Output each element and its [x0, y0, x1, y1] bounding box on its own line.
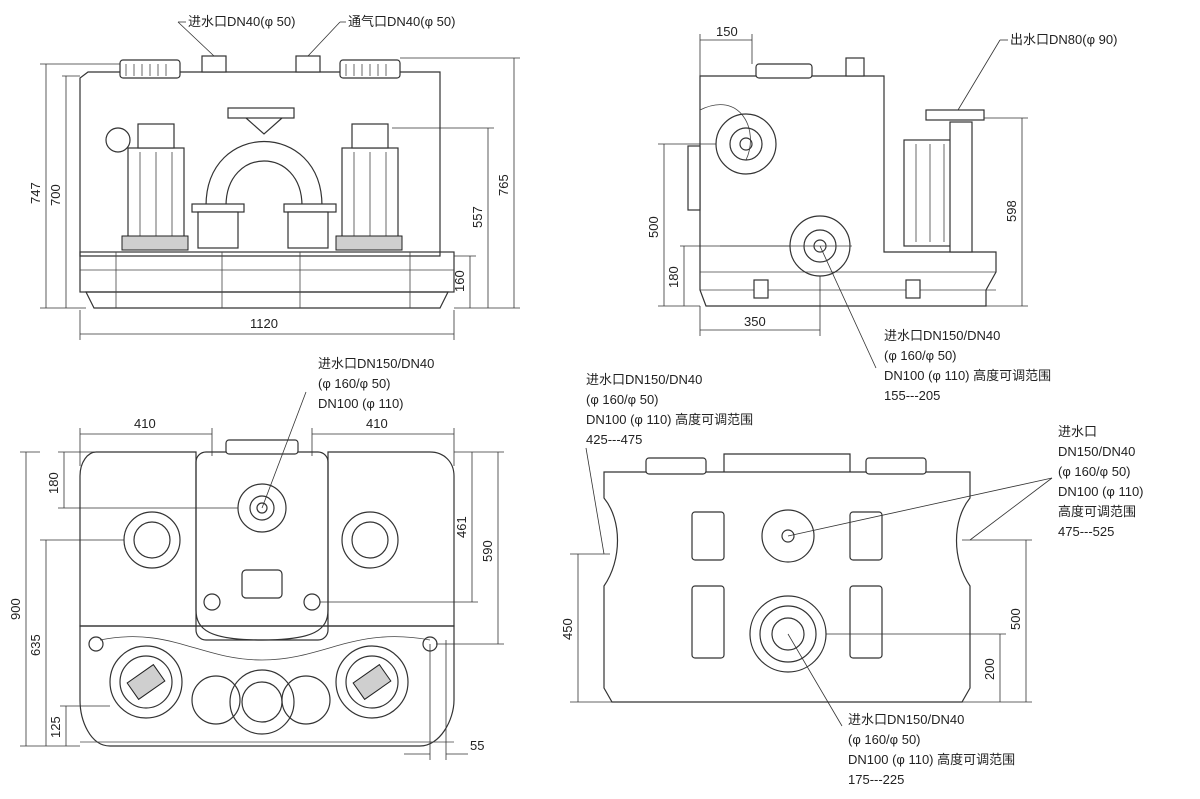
front-h765-dim: 765: [496, 174, 511, 196]
front-outlet-flange: [227, 107, 295, 119]
end-h450-dim: 450: [560, 618, 575, 640]
top-pump-left: [109, 645, 183, 719]
front-inlet-stub: [201, 55, 227, 73]
top-view: 410 410 180 900 635 125 461 590 55 进水口DN…: [8, 356, 504, 760]
side-h598-dim: 598: [1004, 200, 1019, 222]
side-inlet-callout-2: (φ 160/φ 50): [884, 348, 957, 363]
top-h125-dim: 125: [48, 716, 63, 738]
front-base-foot: [85, 291, 449, 309]
end-bottom-callout-1: 进水口DN150/DN40: [848, 712, 964, 727]
end-right-callout-2: DN150/DN40: [1058, 444, 1135, 459]
front-vent-callout: 通气口DN40(φ 50): [348, 14, 455, 29]
side-upper-inlet: [715, 113, 777, 175]
top-h900-dim: 900: [8, 598, 23, 620]
side-h500-dim: 500: [646, 216, 661, 238]
top-inlet-left: [123, 511, 181, 569]
side-pump: [903, 139, 955, 247]
side-lid-handle: [755, 63, 813, 79]
side-d150-dim: 150: [716, 24, 738, 39]
end-right-callout-3: (φ 160/φ 50): [1058, 464, 1131, 479]
end-lid-handle-right: [865, 457, 927, 475]
end-right-callout-1: 进水口: [1058, 424, 1097, 439]
side-outlet-flange: [925, 109, 985, 121]
top-w410-left-dim: 410: [134, 416, 156, 431]
side-d350-dim: 350: [744, 314, 766, 329]
side-inlet-callout-4: 155---205: [884, 388, 940, 403]
end-h500-dim: 500: [1008, 608, 1023, 630]
front-port-circle: [105, 127, 131, 153]
side-tank-body: [699, 75, 997, 307]
top-inlet-callout-2: (φ 160/φ 50): [318, 376, 391, 391]
end-left-callout-4: 425---475: [586, 432, 642, 447]
top-h590-dim: 590: [480, 540, 495, 562]
end-right-callout-6: 475---525: [1058, 524, 1114, 539]
front-h747-dim: 747: [28, 182, 43, 204]
top-h461-dim: 461: [454, 516, 469, 538]
side-riser-pipe: [949, 121, 973, 253]
top-h180-dim: 180: [46, 472, 61, 494]
front-vent-stub: [295, 55, 321, 73]
end-upper-inlet: [761, 509, 815, 563]
side-h180-dim: 180: [666, 266, 681, 288]
front-base: [79, 251, 455, 293]
front-h700-dim: 700: [48, 184, 63, 206]
top-center-module: [195, 451, 329, 641]
side-view: 出水口DN80(φ 90) 150 350 500 180 598 进水口DN1…: [646, 24, 1117, 403]
end-bottom-callout-2: (φ 160/φ 50): [848, 732, 921, 747]
front-h160-dim: 160: [452, 270, 467, 292]
front-h557-dim: 557: [470, 206, 485, 228]
top-inlet-callout-1: 进水口DN150/DN40: [318, 356, 434, 371]
end-h200-dim: 200: [982, 658, 997, 680]
top-w410-right-dim: 410: [366, 416, 388, 431]
top-d55-dim: 55: [470, 738, 484, 753]
end-bottom-callout-4: 175---225: [848, 772, 904, 787]
top-inlet-callout-3: DN100 (φ 110): [318, 396, 404, 411]
side-inlet-callout-3: DN100 (φ 110) 高度可调范围: [884, 368, 1051, 383]
front-width-dim: 1120: [250, 316, 278, 331]
end-view: 450 500 200 进水口DN150/DN40 (φ 160/φ 50) D…: [560, 372, 1144, 787]
end-right-callout-4: DN100 (φ 110): [1058, 484, 1144, 499]
side-inlet-panel: [687, 145, 701, 211]
front-discharge-pipe: [205, 141, 323, 207]
front-inlet-callout: 进水口DN40(φ 50): [188, 14, 295, 29]
top-control-panel: [241, 569, 283, 599]
end-right-callout-5: 高度可调范围: [1058, 504, 1136, 519]
front-view: 进水口DN40(φ 50) 通气口DN40(φ 50) 1120 747 700…: [28, 14, 520, 340]
end-tank-body: [603, 471, 971, 703]
end-left-callout-2: (φ 160/φ 50): [586, 392, 659, 407]
side-outlet-callout: 出水口DN80(φ 90): [1010, 32, 1117, 47]
end-left-callout-1: 进水口DN150/DN40: [586, 372, 702, 387]
top-h635-dim: 635: [28, 634, 43, 656]
end-left-callout-3: DN100 (φ 110) 高度可调范围: [586, 412, 753, 427]
top-lower-chamber: [79, 625, 455, 747]
top-pump-right: [335, 645, 409, 719]
end-bottom-callout-3: DN100 (φ 110) 高度可调范围: [848, 752, 1015, 767]
top-outlet-flange: [229, 669, 295, 735]
end-lid-handle-left: [645, 457, 707, 475]
top-inlet-right: [341, 511, 399, 569]
side-inlet-callout-1: 进水口DN150/DN40: [884, 328, 1000, 343]
